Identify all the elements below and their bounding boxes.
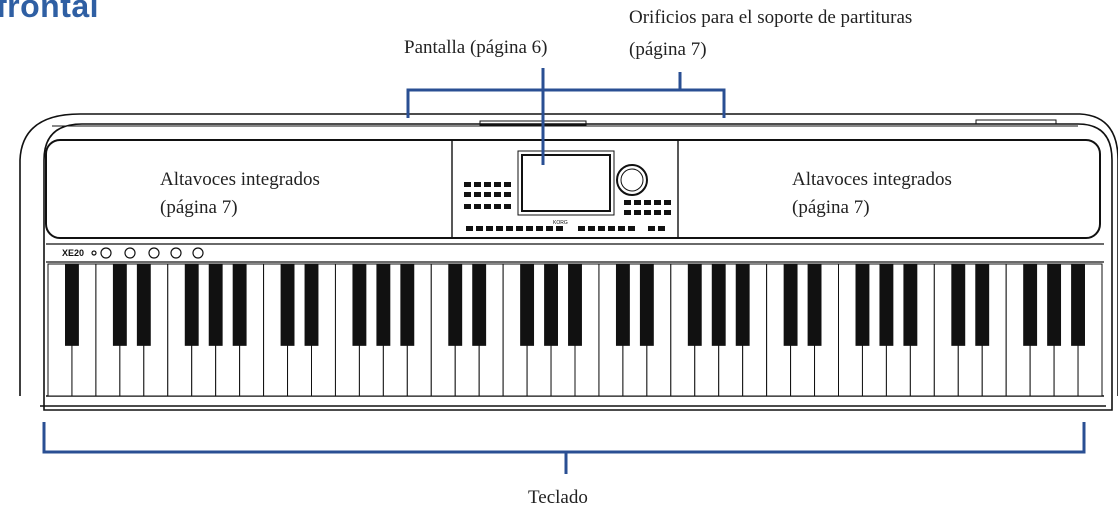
label-speaker-right: Altavoces integrados xyxy=(792,169,952,190)
panel-button xyxy=(504,192,511,197)
panel-button xyxy=(504,182,511,187)
black-key xyxy=(687,264,702,346)
panel-button xyxy=(598,226,605,231)
panel-button xyxy=(476,226,483,231)
panel-button xyxy=(658,226,665,231)
black-key xyxy=(520,264,535,346)
panel-button xyxy=(648,226,655,231)
panel-button xyxy=(654,210,661,215)
black-key xyxy=(1047,264,1062,346)
control-panel: KORG xyxy=(464,150,671,231)
black-key xyxy=(855,264,870,346)
black-key xyxy=(232,264,247,346)
label-pantalla: Pantalla (página 6) xyxy=(404,37,548,58)
piano-keyboard xyxy=(47,263,1103,397)
panel-button xyxy=(486,226,493,231)
panel-button xyxy=(494,192,501,197)
panel-button xyxy=(608,226,615,231)
black-key xyxy=(711,264,726,346)
label-orificios-page: (página 7) xyxy=(629,39,707,60)
panel-button xyxy=(484,192,491,197)
panel-button xyxy=(496,226,503,231)
panel-button xyxy=(546,226,553,231)
label-orificios: Orificios para el soporte de partituras xyxy=(629,7,913,28)
black-key xyxy=(304,264,319,346)
black-key xyxy=(975,264,990,346)
panel-button xyxy=(634,200,641,205)
black-key xyxy=(615,264,630,346)
teclado-bracket xyxy=(42,422,1086,454)
black-key xyxy=(65,264,79,346)
model-badge: XE20 xyxy=(62,248,84,258)
panel-button xyxy=(624,200,631,205)
black-key xyxy=(184,264,199,346)
panel-button xyxy=(526,226,533,231)
label-speaker-left-page: (página 7) xyxy=(160,197,238,218)
label-speaker-right-page: (página 7) xyxy=(792,197,870,218)
black-key xyxy=(280,264,295,346)
panel-button xyxy=(466,226,473,231)
black-key xyxy=(568,264,582,346)
black-key xyxy=(807,264,822,346)
panel-button xyxy=(474,192,481,197)
panel-button xyxy=(578,226,585,231)
panel-button xyxy=(464,204,471,209)
black-key xyxy=(448,264,463,346)
panel-button xyxy=(536,226,543,231)
label-speaker-left: Altavoces integrados xyxy=(160,169,320,190)
panel-button xyxy=(474,204,481,209)
panel-button xyxy=(516,226,523,231)
black-key xyxy=(352,264,367,346)
panel-button xyxy=(494,182,501,187)
black-key xyxy=(783,264,798,346)
black-key xyxy=(136,264,151,346)
black-key xyxy=(208,264,223,346)
panel-button xyxy=(464,182,471,187)
panel-button xyxy=(484,204,491,209)
dial-knob xyxy=(616,164,648,196)
black-key xyxy=(903,264,918,346)
callout-lines xyxy=(42,68,1086,474)
panel-button xyxy=(644,210,651,215)
panel-button xyxy=(484,182,491,187)
panel-button xyxy=(654,200,661,205)
black-key xyxy=(735,264,750,346)
black-key xyxy=(1071,264,1085,346)
black-key xyxy=(639,264,654,346)
panel-button xyxy=(464,192,471,197)
panel-button xyxy=(664,200,671,205)
section-heading: frontal xyxy=(0,0,100,24)
panel-button xyxy=(664,210,671,215)
panel-button xyxy=(506,226,513,231)
panel-button xyxy=(624,210,631,215)
panel-button xyxy=(634,210,641,215)
black-key xyxy=(112,264,127,346)
black-key xyxy=(376,264,391,346)
panel-button xyxy=(556,226,563,231)
panel-button xyxy=(644,200,651,205)
panel-button xyxy=(588,226,595,231)
brand-logo: KORG xyxy=(553,220,568,226)
panel-button xyxy=(628,226,635,231)
panel-button xyxy=(504,204,511,209)
label-teclado: Teclado xyxy=(528,487,588,508)
black-key xyxy=(879,264,894,346)
black-key xyxy=(951,264,966,346)
panel-button xyxy=(618,226,625,231)
black-key xyxy=(472,264,487,346)
left-controls: XE20 xyxy=(62,247,204,259)
orificios-bracket xyxy=(406,88,726,118)
black-key xyxy=(1023,264,1038,346)
black-key xyxy=(400,264,415,346)
black-key xyxy=(544,264,558,346)
panel-button xyxy=(494,204,501,209)
display-screen xyxy=(521,154,611,212)
panel-button xyxy=(474,182,481,187)
